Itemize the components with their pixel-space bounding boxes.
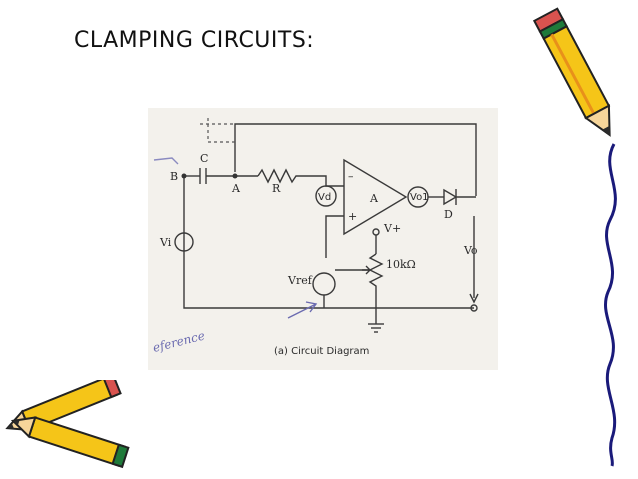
handwritten-arrowhead (305, 301, 318, 313)
resistor (257, 168, 344, 187)
label-vref: Vref (287, 274, 313, 287)
pencil-tip (602, 125, 611, 137)
opamp-triangle (343, 158, 408, 236)
label-node-a: A (231, 182, 241, 195)
pot-wiper (362, 265, 372, 275)
potentiometer (368, 253, 384, 324)
label-minus: – (348, 170, 354, 183)
vi-source (174, 232, 194, 252)
input-wire (183, 176, 474, 309)
pencil-tip (13, 419, 20, 426)
plus-wire (325, 215, 344, 258)
pencil-wood (584, 104, 611, 137)
handwritten-note: eference (151, 328, 206, 354)
label-opamp: A (369, 192, 379, 205)
pencil-tip (7, 423, 15, 429)
label-vo1: Vo1 (410, 192, 429, 203)
label-node-b: B (170, 170, 178, 183)
pencil-stripe (550, 33, 596, 115)
label-resistor: R (272, 182, 281, 195)
squiggle-line (604, 143, 617, 467)
dashed-wire (207, 118, 235, 143)
label-pot: 10kΩ (386, 258, 416, 271)
handwritten-stroke (153, 157, 179, 165)
vref-source (312, 272, 336, 296)
pencils-icon (5, 380, 130, 469)
vd-source (315, 185, 337, 207)
label-plus: + (348, 210, 357, 223)
circuit-diagram: B A C R Vi A Vd Vo1 D V+ 10kΩ Vref Vo – … (148, 108, 498, 370)
slide-title: CLAMPING CIRCUITS: (74, 28, 315, 53)
label-vd: Vd (318, 192, 331, 203)
label-diode: D (444, 208, 453, 221)
label-capacitor: C (200, 152, 208, 165)
feedback-wire (234, 123, 477, 196)
circuit-svg: B A C R Vi A Vd Vo1 D V+ 10kΩ Vref Vo – … (151, 118, 479, 357)
pencil-icon (532, 7, 611, 137)
diode (443, 188, 458, 206)
node-b (181, 173, 187, 179)
label-output: Vo (463, 244, 478, 257)
pencil-band (111, 443, 130, 469)
vplus-node (372, 228, 380, 236)
label-input: Vi (159, 236, 172, 249)
pencil-eraser (102, 380, 122, 399)
output-node (470, 304, 478, 312)
vo-arrowhead (469, 293, 479, 304)
pencil-body (27, 416, 126, 467)
squiggle-path (604, 143, 617, 467)
figure-caption: (a) Circuit Diagram (274, 346, 369, 357)
label-vplus: V+ (383, 222, 401, 235)
handwritten-arrow (287, 303, 317, 319)
node-a (232, 173, 238, 179)
